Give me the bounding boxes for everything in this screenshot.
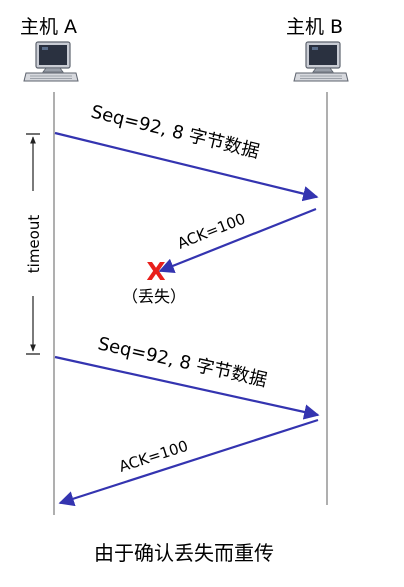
ack-arrow-second (58, 418, 319, 507)
loss-x-icon: X (146, 257, 165, 286)
diagram-caption: 由于确认丢失而重传 (94, 541, 274, 565)
ack-arrow-lost (158, 207, 317, 274)
timeout-bracket (26, 133, 40, 355)
timeout-label: timeout (25, 215, 43, 274)
host-a-label: 主机 A (20, 16, 77, 38)
loss-label: （丢失） (122, 287, 186, 306)
segment-arrow-seq-retransmit (54, 355, 320, 420)
ack-first-label: ACK=100 (175, 210, 248, 253)
ack-second-label: ACK=100 (117, 437, 191, 476)
computer-icon (293, 41, 349, 82)
seq-retransmit-label: Seq=92, 8 字节数据 (96, 333, 269, 391)
seq-first-label: Seq=92, 8 字节数据 (89, 101, 262, 162)
segment-arrow-seq-first (54, 131, 319, 202)
computer-icon (23, 41, 79, 82)
host-b-label: 主机 B (286, 16, 343, 38)
